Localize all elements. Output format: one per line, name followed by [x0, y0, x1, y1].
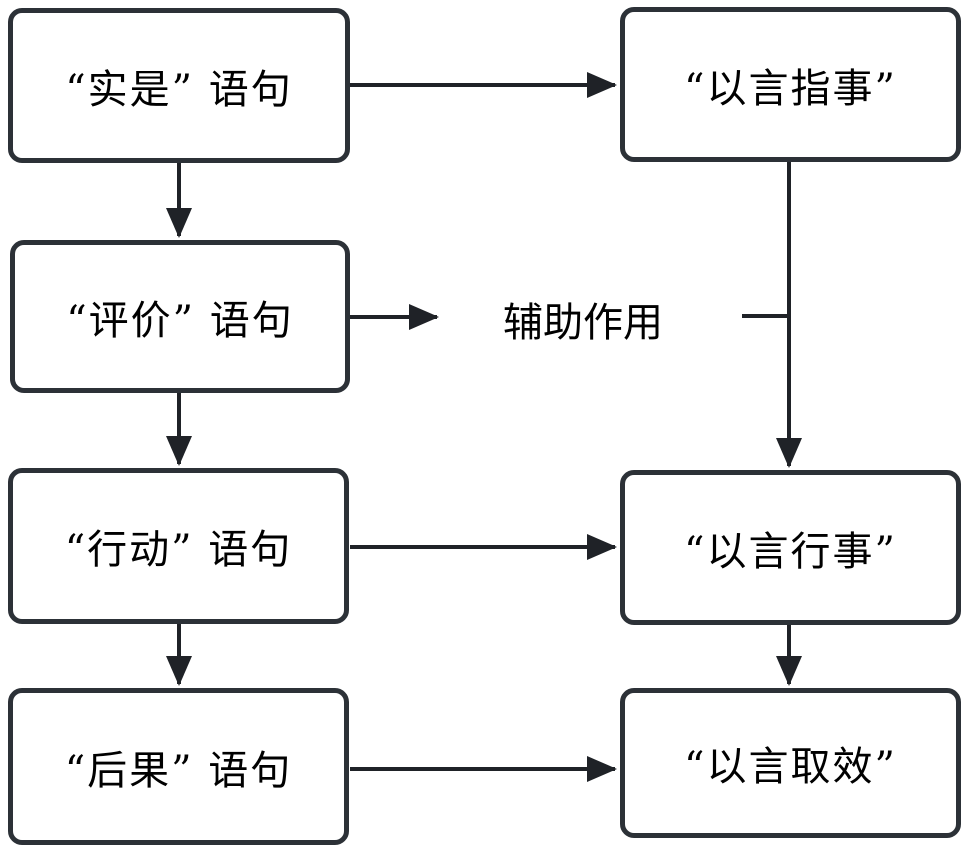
- node-yiyan-xingshi: “以言行事”: [620, 470, 961, 625]
- node-houguo-statement: “后果” 语句: [8, 688, 349, 845]
- node-xingdong-statement: “行动” 语句: [8, 468, 349, 624]
- node-label: “实是” 语句: [65, 66, 293, 113]
- node-yiyan-zhishi: “以言指事”: [620, 7, 961, 162]
- node-yiyan-quxiao: “以言取效”: [620, 688, 961, 838]
- node-label: “以言行事”: [684, 528, 897, 575]
- node-label: “评价” 语句: [66, 297, 294, 344]
- node-label: “以言取效”: [684, 744, 897, 790]
- node-pingjia-statement: “评价” 语句: [10, 240, 350, 393]
- auxiliary-role-label: 辅助作用: [503, 300, 663, 346]
- node-label: “后果” 语句: [64, 747, 293, 794]
- node-label: “以言指事”: [684, 65, 897, 112]
- node-shishi-statement: “实是” 语句: [8, 8, 350, 163]
- node-label: “行动” 语句: [64, 527, 293, 573]
